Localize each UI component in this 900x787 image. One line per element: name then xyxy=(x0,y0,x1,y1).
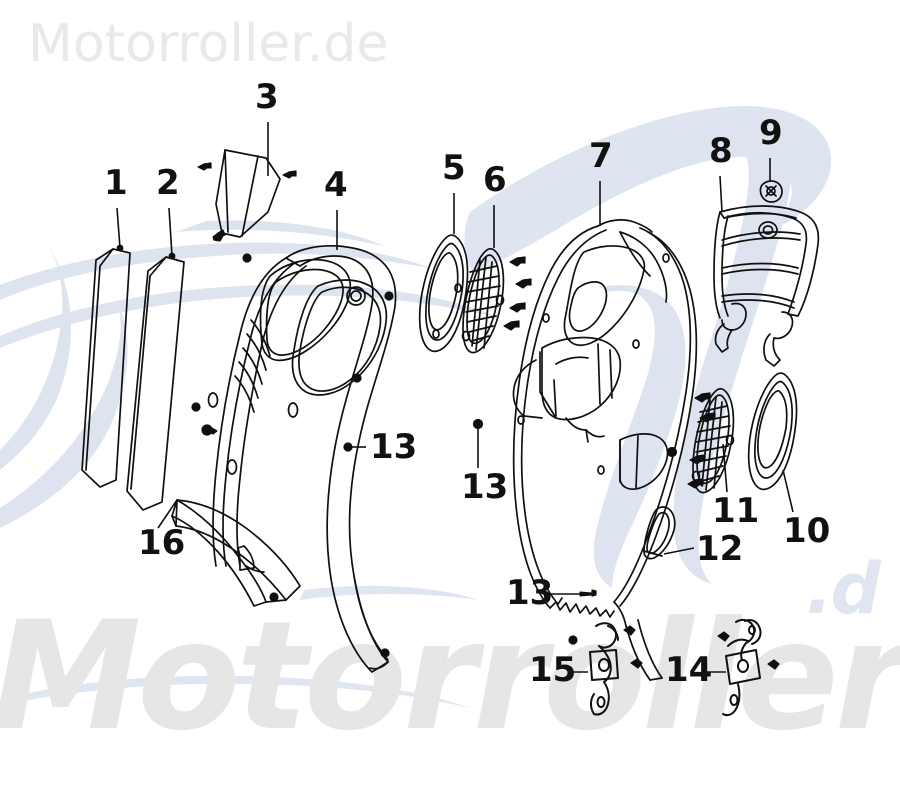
part-2-inner-side-trim-strip xyxy=(126,256,185,511)
screws-group xyxy=(191,162,780,670)
callout-14: 14 xyxy=(665,650,713,690)
callout-1: 1 xyxy=(104,163,128,203)
callout-7: 7 xyxy=(589,136,613,176)
part-16-lower-fender-extension xyxy=(171,499,301,607)
leader-16 xyxy=(157,499,178,529)
part-12-retaining-clip-strip xyxy=(643,506,676,560)
part-1-left-side-trim-strip xyxy=(81,248,131,488)
callout-13b: 13 xyxy=(461,467,509,507)
watermark-top: Motorroller.de xyxy=(28,14,389,74)
callout-2: 2 xyxy=(156,163,180,203)
callout-13a: 13 xyxy=(370,427,418,467)
callout-4: 4 xyxy=(324,165,348,205)
part-9-cap-nut xyxy=(759,180,783,203)
leader-12 xyxy=(663,547,695,555)
part-10-oval-bezel-right xyxy=(747,372,798,491)
part-7-inner-leg-shield-frame xyxy=(512,219,698,681)
callout-12: 12 xyxy=(696,529,744,569)
callout-6: 6 xyxy=(483,160,507,200)
part-6-grille-insert-left xyxy=(461,247,505,354)
part-8-luggage-hook-rack xyxy=(713,205,820,367)
part-15-mounting-bracket-left xyxy=(589,622,619,716)
leader-2 xyxy=(168,207,176,260)
leader-8 xyxy=(719,175,723,213)
callout-13c: 13 xyxy=(506,573,554,613)
leader-1 xyxy=(116,207,124,252)
callout-9: 9 xyxy=(759,113,783,153)
callout-16: 16 xyxy=(138,523,186,563)
leader-10 xyxy=(782,469,794,513)
part-4-front-cover-panel xyxy=(207,244,397,673)
watermark-bottom-suffix: .d xyxy=(806,548,881,630)
callout-3: 3 xyxy=(255,77,279,117)
callout-10: 10 xyxy=(783,511,831,551)
callout-15: 15 xyxy=(529,650,577,690)
callout-8: 8 xyxy=(709,131,733,171)
part-5-oval-bezel-left xyxy=(418,234,469,353)
callout-11: 11 xyxy=(712,491,760,531)
part-14-mounting-bracket-right xyxy=(722,618,762,717)
leader-11 xyxy=(722,443,728,493)
callout-5: 5 xyxy=(442,148,466,188)
